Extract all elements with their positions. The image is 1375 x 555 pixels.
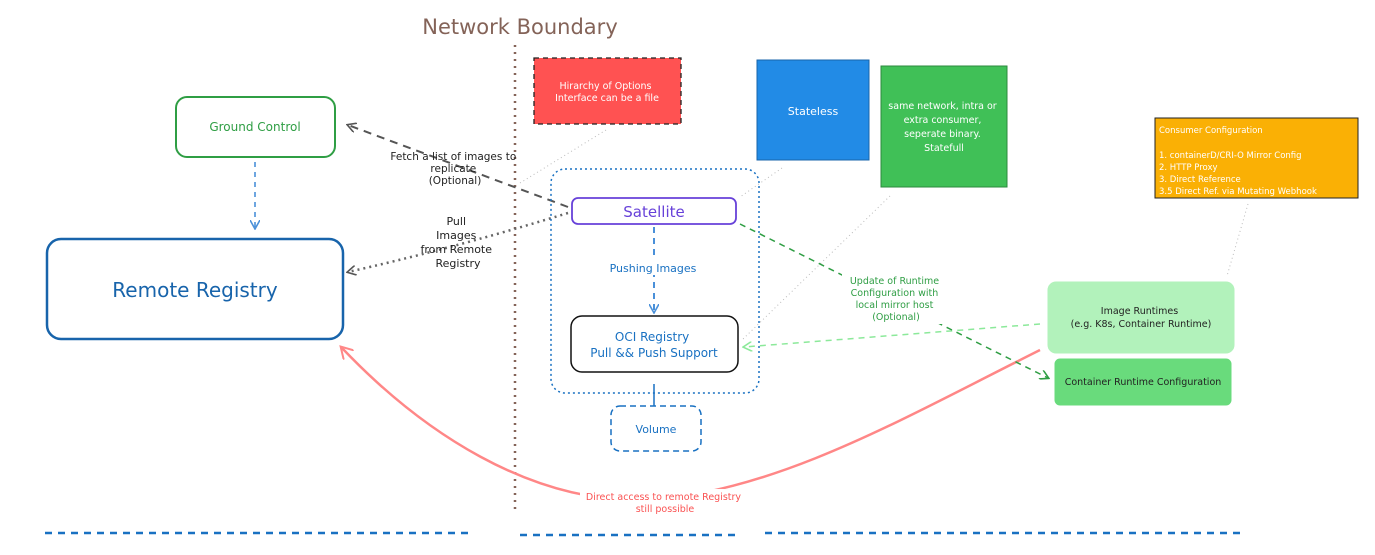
network-boundary-title: Network Boundary [422, 15, 618, 39]
pull-images-line: Images [436, 229, 476, 242]
direct-access-label: Direct access to remote Registry still p… [586, 492, 744, 515]
same-network-note-line: Statefull [924, 143, 964, 154]
satellite-node [571, 197, 737, 225]
image-runtimes-line: (e.g. K8s, Container Runtime) [1071, 319, 1212, 330]
same-network-note-line: extra consumer, [904, 115, 982, 126]
update-runtime-arrow [739, 223, 1048, 378]
fetch-list-label: Fetch a list of images to replicate (Opt… [390, 151, 519, 187]
pull-images-line: Pull [446, 215, 466, 228]
volume-label: Volume [636, 423, 677, 436]
update-runtime-line: local mirror host [856, 300, 934, 311]
image-runtimes-line: Image Runtimes [1101, 306, 1178, 317]
pull-images-line: Registry [435, 257, 481, 270]
remote-registry-node [45, 237, 345, 341]
ground-control-node [175, 96, 336, 158]
consumer-config-item: 3.5 Direct Ref. via Mutating Webhook [1159, 187, 1317, 197]
hierarchy-note-line: Interface can be a file [555, 93, 659, 104]
pushing-images-label-bg [605, 259, 701, 275]
satellite-group-boundary [550, 168, 760, 394]
consumer-config-connector [1226, 203, 1249, 277]
runtime-to-oci-arrow [744, 323, 1041, 347]
consumer-config-title: Consumer Configuration [1159, 126, 1263, 136]
consumer-config-item: 3. Direct Reference [1159, 175, 1241, 185]
oci-registry-node [570, 315, 739, 373]
update-runtime-label: Update of Runtime Configuration with loc… [850, 276, 942, 323]
hierarchy-note-text: Hirarchy of Options Interface can be a f… [555, 81, 659, 104]
update-runtime-line: Configuration with [851, 288, 939, 299]
consumer-config-item: 2. HTTP Proxy [1159, 163, 1218, 173]
hierarchy-note [533, 57, 682, 125]
pull-images-line: from Remote [420, 243, 492, 256]
fetch-list-line: (Optional) [429, 175, 482, 187]
oci-registry-line: OCI Registry [615, 330, 689, 344]
container-runtime-config-node [1054, 358, 1232, 406]
direct-access-line: still possible [636, 504, 695, 515]
stateless-note-text: Stateless [788, 105, 839, 118]
fetch-list-arrow [348, 125, 569, 208]
ground-control-label: Ground Control [209, 120, 300, 134]
same-network-note-text: same network, intra or extra consumer, s… [888, 101, 999, 154]
consumer-config-note [1154, 117, 1359, 199]
stateless-connector [739, 167, 783, 198]
pull-images-label: Pull Images from Remote Registry [420, 215, 495, 270]
direct-access-line: Direct access to remote Registry [586, 492, 742, 503]
oci-registry-line: Pull && Push Support [590, 346, 718, 360]
satellite-label: Satellite [623, 203, 684, 221]
image-runtimes-node [1047, 281, 1235, 354]
same-network-connector [741, 195, 891, 341]
fetch-list-line: replicate [430, 163, 476, 175]
hierarchy-connector [519, 129, 607, 184]
hierarchy-note-line: Hirarchy of Options [560, 81, 652, 92]
same-network-note [880, 65, 1008, 188]
container-runtime-config-label: Container Runtime Configuration [1065, 377, 1222, 388]
same-network-note-line: same network, intra or [888, 101, 996, 112]
stateless-note [756, 59, 870, 161]
direct-access-label-bg [580, 489, 752, 515]
update-runtime-line: Update of Runtime [850, 276, 939, 287]
consumer-config-item: 1. containerD/CRI-O Mirror Config [1159, 151, 1302, 161]
pushing-images-label: Pushing Images [610, 262, 697, 275]
oci-registry-label: OCI Registry Pull && Push Support [590, 330, 718, 360]
remote-registry-label: Remote Registry [112, 278, 278, 302]
update-runtime-label-bg [842, 272, 950, 324]
image-runtimes-label: Image Runtimes (e.g. K8s, Container Runt… [1071, 306, 1212, 330]
fetch-list-line: Fetch a list of images to [390, 151, 516, 163]
same-network-note-line: seperate binary. [904, 129, 981, 140]
volume-node [610, 405, 702, 452]
update-runtime-line: (Optional) [872, 312, 920, 323]
consumer-config-items: 1. containerD/CRI-O Mirror Config 2. HTT… [1159, 151, 1317, 197]
